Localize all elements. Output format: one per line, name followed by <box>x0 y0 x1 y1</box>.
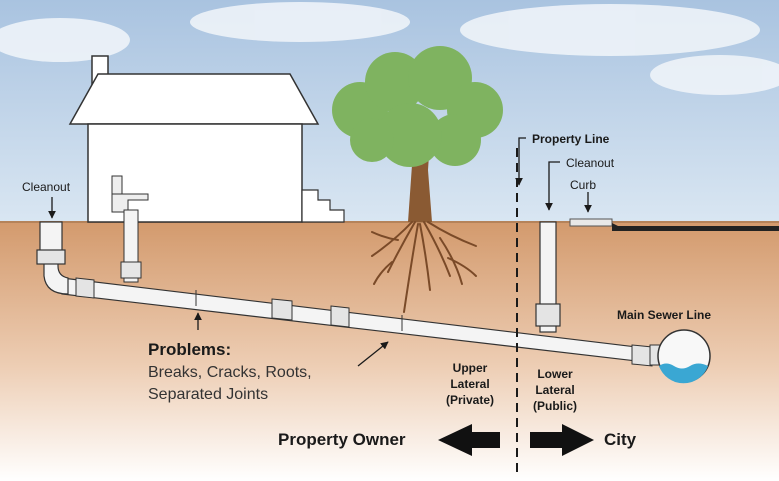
cleanout-label-left: Cleanout <box>22 180 71 194</box>
lower-lateral-line-2: Lateral <box>535 383 575 397</box>
tree <box>332 46 503 313</box>
upper-lateral-line-2: Lateral <box>450 377 490 391</box>
upper-lateral-line-1: Upper <box>452 361 488 375</box>
arrow-left-icon <box>438 424 500 456</box>
lateral-pipe <box>36 221 653 367</box>
lower-lateral-label: Lower Lateral (Public) <box>520 366 590 414</box>
problems-line-2: Separated Joints <box>148 386 269 403</box>
curb-label: Curb <box>570 178 597 192</box>
upper-lateral-line-3: (Private) <box>445 393 495 407</box>
problems-title: Problems: <box>148 340 232 359</box>
upper-lateral-label: Upper Lateral (Private) <box>430 360 510 408</box>
arrow-right-icon <box>530 424 594 456</box>
callout-arrows <box>48 137 592 367</box>
public-cleanout-riser <box>535 221 561 333</box>
curb <box>569 218 779 231</box>
house-riser <box>111 175 149 283</box>
lower-lateral-line-3: (Public) <box>533 399 577 413</box>
property-owner-label: Property Owner <box>278 430 406 449</box>
problems-line-1: Breaks, Cracks, Roots, <box>148 364 312 381</box>
clouds <box>0 2 779 95</box>
main-sewer-line-label: Main Sewer Line <box>617 308 712 322</box>
lower-lateral-line-1: Lower <box>537 367 573 381</box>
cleanout-label-right: Cleanout <box>566 156 615 170</box>
city-label: City <box>604 430 637 449</box>
main-sewer <box>649 329 711 384</box>
property-line-label: Property Line <box>532 132 610 146</box>
